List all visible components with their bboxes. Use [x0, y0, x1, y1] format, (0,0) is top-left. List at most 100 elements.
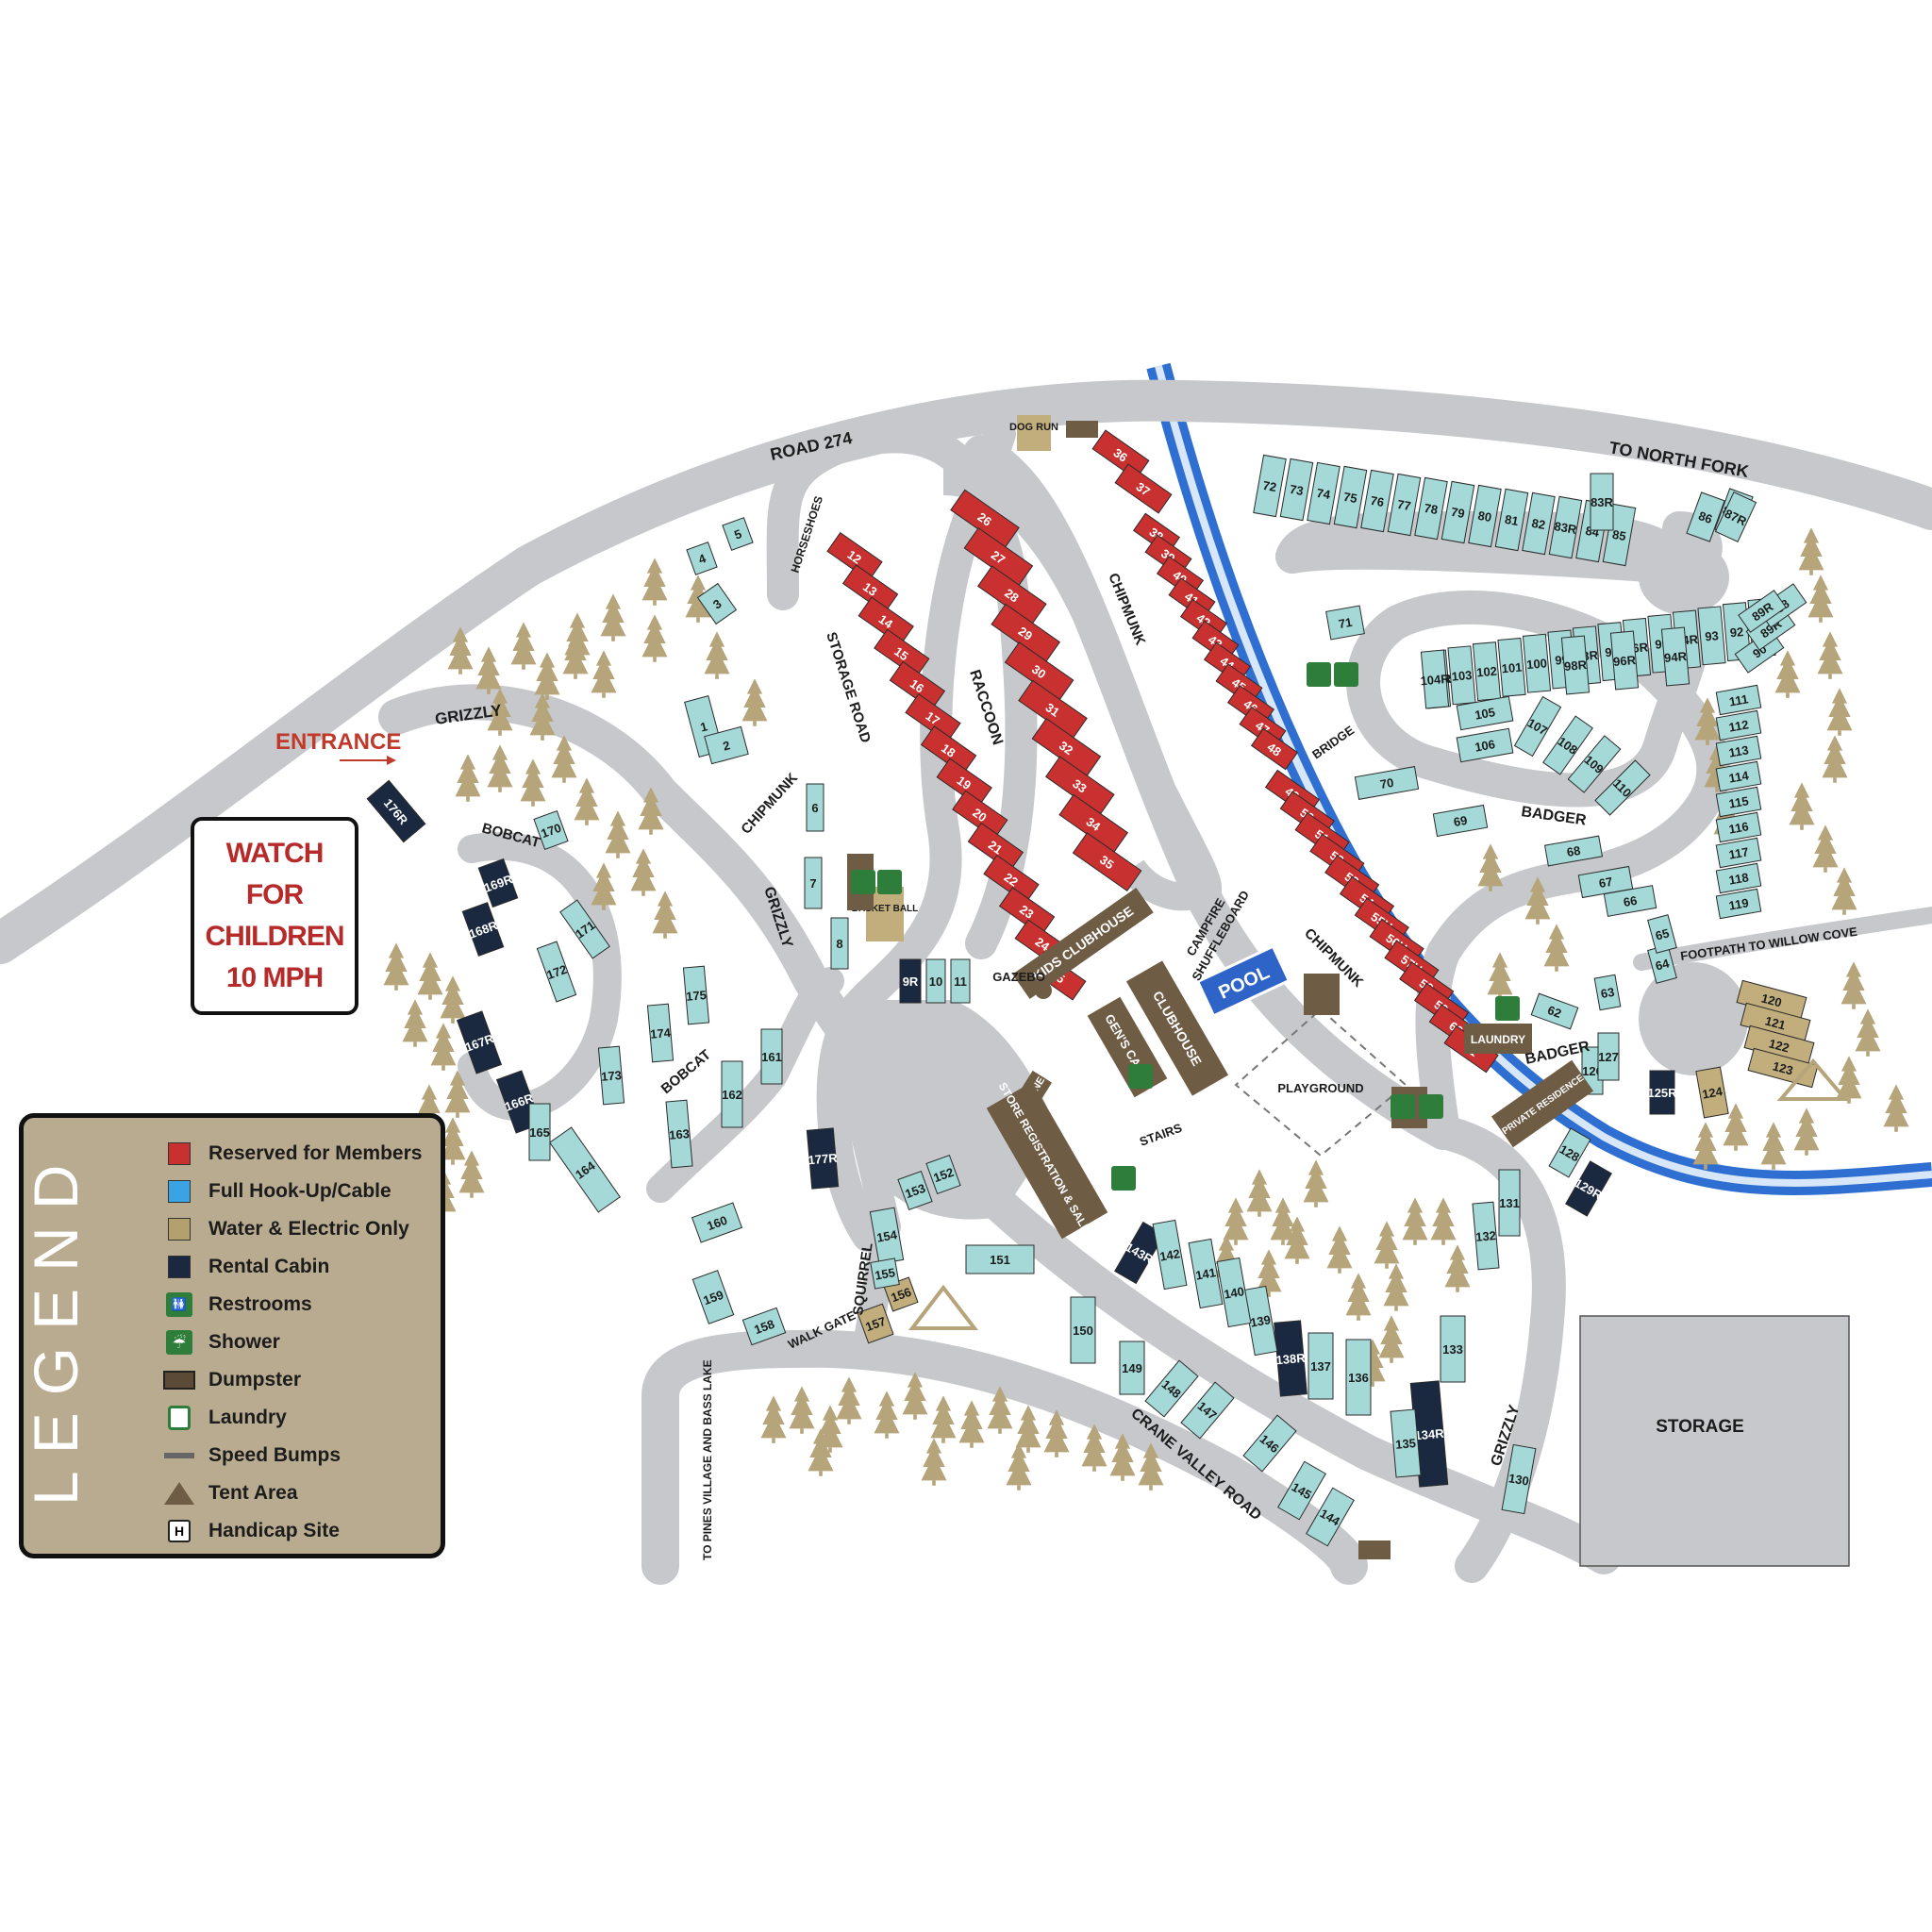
campsite[interactable]: 130	[1501, 1443, 1537, 1515]
campsite[interactable]: 72	[1253, 454, 1287, 518]
campsite[interactable]: 116	[1715, 811, 1762, 843]
campsite-pad[interactable]	[1647, 914, 1677, 954]
campsite-pad[interactable]	[1307, 461, 1341, 525]
campsite-pad[interactable]	[1715, 735, 1762, 767]
campsite-pad[interactable]	[1715, 862, 1762, 894]
campsite[interactable]: 144	[1306, 1487, 1355, 1547]
campsite-pad[interactable]	[1738, 590, 1787, 633]
campsite-pad[interactable]	[1420, 649, 1450, 709]
campsite-pad[interactable]	[1253, 454, 1287, 518]
campsite[interactable]: 35	[1072, 832, 1142, 892]
campsite-pad[interactable]	[967, 822, 1024, 872]
campsite-pad[interactable]	[1432, 804, 1489, 838]
campsite-pad[interactable]	[686, 541, 718, 575]
campsite[interactable]: 79	[1441, 480, 1475, 544]
campsite-pad[interactable]	[760, 1028, 783, 1085]
campsite[interactable]: 63	[1593, 974, 1622, 1011]
campsite[interactable]: 89R	[1738, 590, 1787, 633]
campsite[interactable]: 20	[952, 790, 1008, 840]
campsite[interactable]: 115	[1715, 786, 1762, 818]
campsite-pad[interactable]	[691, 1270, 735, 1324]
campsite-pad[interactable]	[721, 1060, 743, 1128]
campsite[interactable]: 73	[1279, 458, 1314, 522]
campsite[interactable]: 114	[1715, 760, 1762, 792]
campsite[interactable]: 26	[950, 489, 1020, 549]
campsite[interactable]: 6	[806, 783, 824, 832]
campsite-pad[interactable]	[1714, 491, 1757, 543]
campsite-pad[interactable]	[1216, 1257, 1252, 1328]
campsite[interactable]: 118	[1715, 862, 1762, 894]
campsite-pad[interactable]	[1472, 1201, 1500, 1271]
campsite[interactable]: 147	[1180, 1381, 1235, 1440]
campsite-pad[interactable]	[806, 1127, 840, 1190]
campsite-pad[interactable]	[1594, 759, 1651, 816]
campsite-pad[interactable]	[1250, 727, 1299, 771]
campsite-pad[interactable]	[1498, 1169, 1521, 1237]
campsite[interactable]: 129R	[1564, 1160, 1614, 1218]
campsite[interactable]: 136	[1345, 1339, 1372, 1416]
campsite[interactable]: 13	[841, 564, 899, 614]
campsite[interactable]: 170	[533, 809, 569, 851]
campsite[interactable]: 28	[976, 565, 1047, 625]
campsite-pad[interactable]	[1072, 832, 1142, 892]
campsite[interactable]: 17	[905, 692, 961, 743]
campsite[interactable]: 175	[682, 965, 710, 1025]
campsite[interactable]: 142	[1152, 1219, 1188, 1291]
campsite-pad[interactable]	[806, 783, 824, 832]
campsite-pad[interactable]	[1441, 480, 1475, 544]
campsite[interactable]: 143R	[1113, 1221, 1167, 1285]
campsite[interactable]: 133	[1440, 1315, 1466, 1383]
campsite[interactable]: 146	[1242, 1414, 1297, 1473]
campsite-pad[interactable]	[1354, 766, 1420, 800]
campsite[interactable]: 74	[1307, 461, 1341, 525]
campsite-pad[interactable]	[1306, 1487, 1355, 1547]
campsite[interactable]: 14	[858, 596, 914, 646]
campsite[interactable]: 37	[1114, 463, 1173, 514]
campsite-pad[interactable]	[549, 1126, 621, 1213]
campsite[interactable]: 82	[1522, 491, 1556, 556]
campsite-pad[interactable]	[897, 1170, 933, 1211]
campsite-pad[interactable]	[874, 628, 930, 678]
campsite-pad[interactable]	[998, 887, 1056, 937]
campsite[interactable]: 21	[967, 822, 1024, 872]
campsite-pad[interactable]	[461, 902, 505, 957]
campsite-pad[interactable]	[1593, 974, 1622, 1011]
campsite[interactable]: 8	[830, 917, 849, 970]
campsite-pad[interactable]	[1542, 715, 1593, 775]
campsite[interactable]: 158	[741, 1307, 787, 1346]
campsite-pad[interactable]	[536, 941, 577, 1003]
campsite[interactable]: 65	[1647, 914, 1677, 954]
campsite[interactable]: 162	[721, 1060, 743, 1128]
campsite[interactable]: 64	[1647, 944, 1677, 984]
campsite[interactable]: 165	[528, 1103, 551, 1161]
campsite[interactable]: 174	[646, 1003, 675, 1063]
campsite-pad[interactable]	[1447, 645, 1476, 706]
campsite[interactable]: 32	[1031, 717, 1102, 777]
campsite[interactable]: 18	[920, 725, 977, 775]
campsite[interactable]: 137	[1307, 1332, 1334, 1400]
campsite-pad[interactable]	[1325, 605, 1365, 641]
campsite-pad[interactable]	[936, 758, 992, 808]
campsite-pad[interactable]	[1522, 491, 1556, 556]
campsite-pad[interactable]	[1597, 1032, 1620, 1081]
campsite[interactable]: 152	[925, 1154, 961, 1195]
campsite-pad[interactable]	[830, 917, 849, 970]
campsite-pad[interactable]	[1144, 1359, 1199, 1418]
campsite[interactable]: 168R	[461, 902, 506, 957]
campsite[interactable]: 83R	[1548, 495, 1583, 559]
campsite-pad[interactable]	[704, 725, 749, 765]
campsite[interactable]: 121	[1740, 1002, 1811, 1043]
campsite[interactable]: 98R	[1560, 635, 1591, 695]
campsite[interactable]: 86	[1686, 491, 1725, 542]
campsite[interactable]: 172	[536, 941, 577, 1003]
campsite[interactable]: 105	[1456, 695, 1514, 731]
campsite-pad[interactable]	[1715, 786, 1762, 818]
campsite-pad[interactable]	[1274, 1320, 1307, 1397]
campsite[interactable]: 93	[1697, 606, 1726, 666]
campsite-pad[interactable]	[1091, 429, 1150, 480]
campsite[interactable]: 70	[1354, 766, 1420, 800]
campsite[interactable]: 151	[965, 1244, 1035, 1274]
campsite[interactable]: 113	[1715, 735, 1762, 767]
campsite[interactable]: 12	[826, 531, 883, 582]
campsite-pad[interactable]	[1119, 1341, 1145, 1395]
